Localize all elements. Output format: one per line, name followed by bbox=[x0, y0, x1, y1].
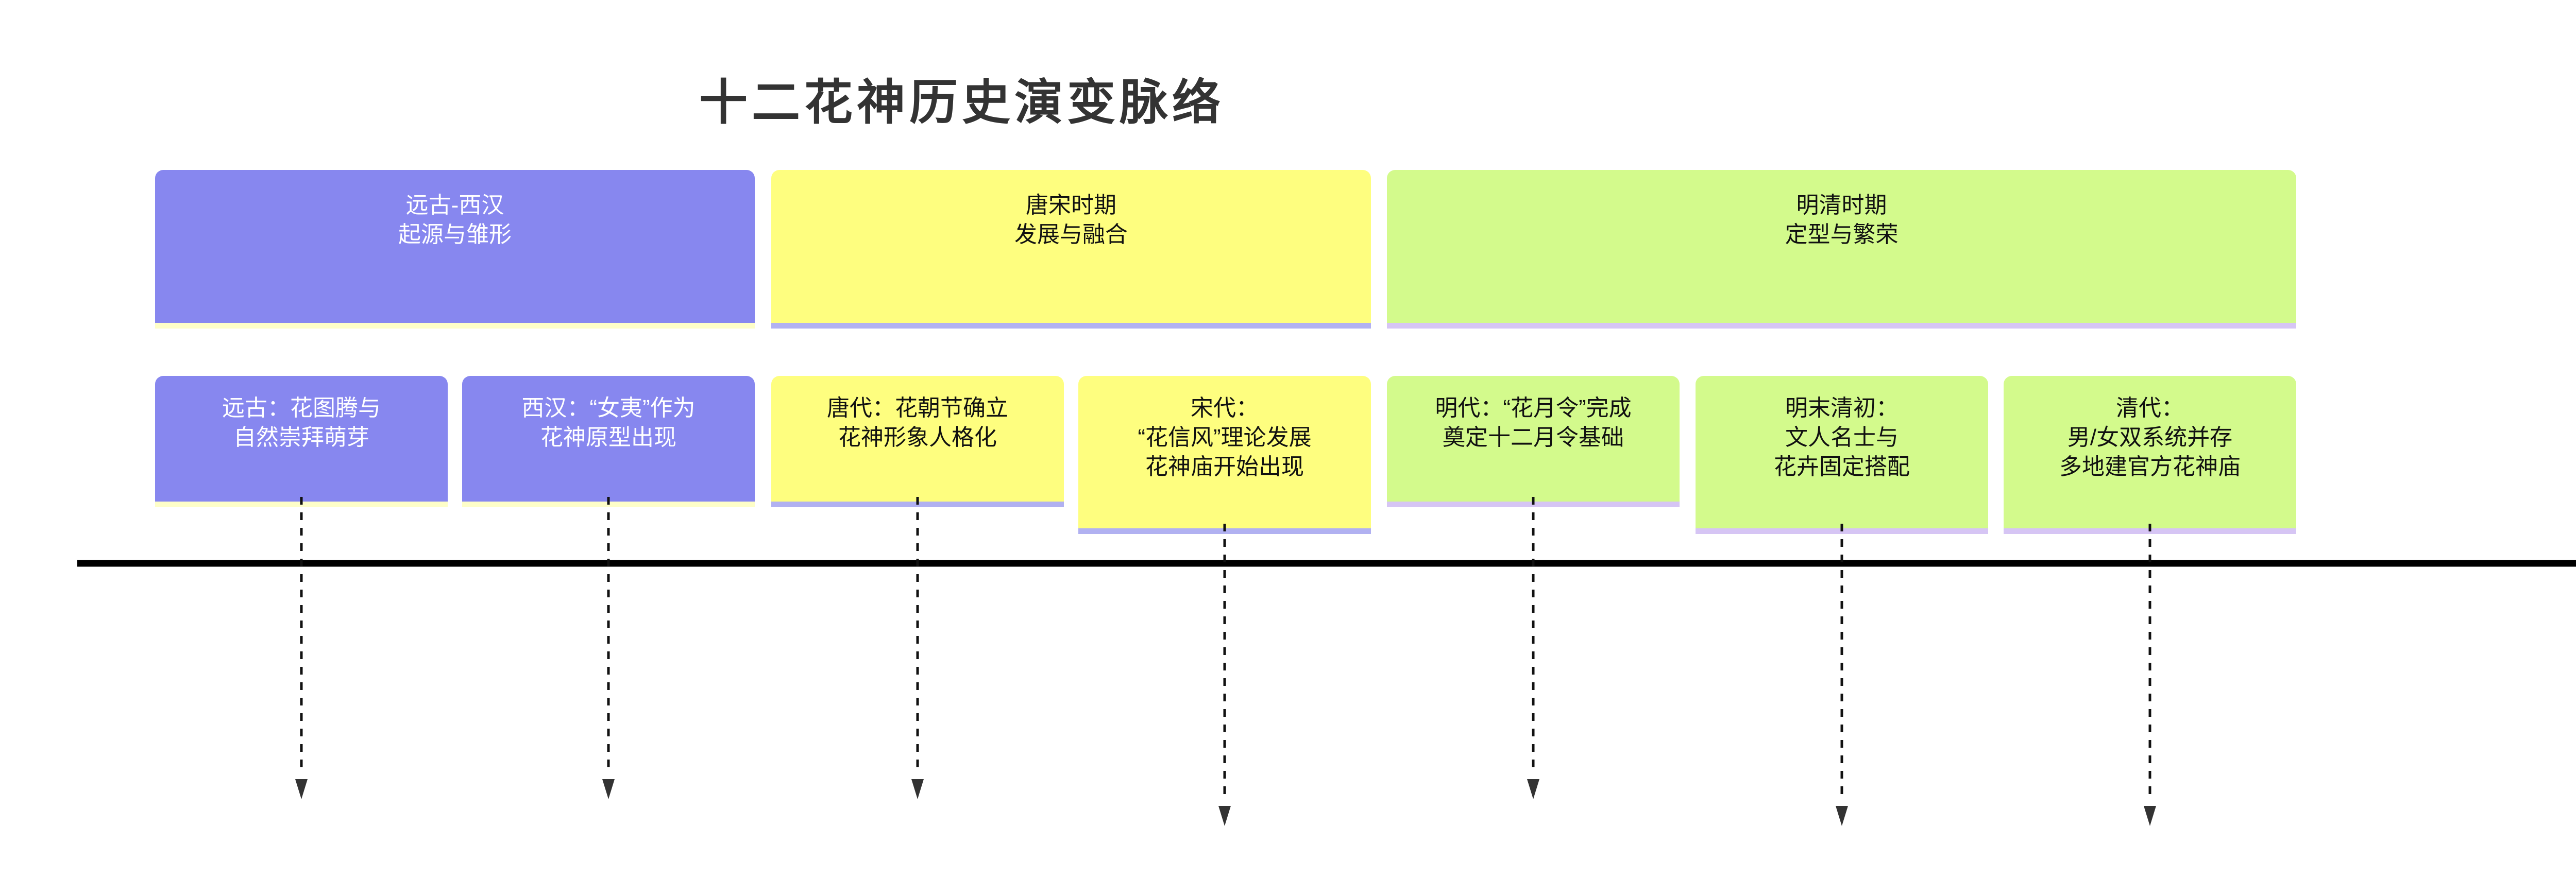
section-shadow-strip bbox=[155, 323, 755, 329]
connector-arrowhead-icon bbox=[1218, 806, 1231, 826]
event-text-line: 远古：花图腾与 bbox=[222, 395, 381, 421]
event-connector-arrow bbox=[602, 497, 615, 799]
section-shadow-strip bbox=[1387, 323, 2296, 329]
section-box-mingqing: 明清时期 定型与繁荣 bbox=[1387, 170, 2296, 329]
event-box-body: 西汉：“女夷”作为 花神原型出现 bbox=[462, 376, 755, 502]
section-box-body: 唐宋时期 发展与融合 bbox=[771, 170, 1371, 323]
event-box-body: 明末清初： 文人名士与 花卉固定搭配 bbox=[1696, 376, 1988, 528]
section-period-label: 唐宋时期 bbox=[1026, 193, 1116, 218]
event-text-line: 明末清初： bbox=[1785, 395, 1899, 421]
section-box-yuangu-xihan: 远古-西汉 起源与雏形 bbox=[155, 170, 755, 329]
event-box-body: 明代：“花月令”完成 奠定十二月令基础 bbox=[1387, 376, 1680, 502]
event-text-line: 宋代： bbox=[1191, 395, 1259, 421]
section-box-body: 明清时期 定型与繁荣 bbox=[1387, 170, 2296, 323]
connector-arrowhead-icon bbox=[2144, 806, 2156, 826]
event-connector-arrow bbox=[1218, 524, 1231, 826]
event-text-line: 男/女双系统并存 bbox=[2067, 425, 2233, 450]
event-text-line: 花神原型出现 bbox=[540, 425, 676, 450]
event-text-line: “花信风”理论发展 bbox=[1138, 425, 1312, 450]
event-text-line: 花神形象人格化 bbox=[838, 425, 997, 450]
event-text-line: 花卉固定搭配 bbox=[1774, 454, 1910, 479]
event-text-line: 清代： bbox=[2116, 395, 2184, 421]
connector-arrowhead-icon bbox=[602, 779, 615, 799]
connector-arrowhead-icon bbox=[295, 779, 308, 799]
event-connector-arrow bbox=[295, 497, 308, 799]
section-period-label: 远古-西汉 bbox=[405, 193, 504, 218]
event-box-body: 唐代：花朝节确立 花神形象人格化 bbox=[771, 376, 1064, 502]
event-connector-arrow bbox=[1527, 497, 1539, 799]
section-period-label: 明清时期 bbox=[1796, 193, 1887, 218]
connector-arrowhead-icon bbox=[1836, 806, 1848, 826]
event-text-line: 自然崇拜萌芽 bbox=[233, 425, 369, 450]
event-box-qingdai: 清代： 男/女双系统并存 多地建官方花神庙 bbox=[2004, 376, 2296, 534]
section-box-body: 远古-西汉 起源与雏形 bbox=[155, 170, 755, 323]
event-text-line: 文人名士与 bbox=[1785, 425, 1899, 450]
section-shadow-strip bbox=[771, 323, 1371, 329]
event-connector-arrow bbox=[911, 497, 924, 799]
section-theme-label: 定型与繁荣 bbox=[1785, 222, 1899, 247]
event-box-body: 宋代： “花信风”理论发展 花神庙开始出现 bbox=[1078, 376, 1371, 528]
connector-arrowhead-icon bbox=[911, 779, 924, 799]
event-box-body: 清代： 男/女双系统并存 多地建官方花神庙 bbox=[2004, 376, 2296, 528]
event-box-yuangu: 远古：花图腾与 自然崇拜萌芽 bbox=[155, 376, 448, 507]
event-connector-arrow bbox=[2144, 524, 2156, 826]
section-box-tangsong: 唐宋时期 发展与融合 bbox=[771, 170, 1371, 329]
page-title: 十二花神历史演变脉络 bbox=[699, 75, 1225, 129]
connector-arrowhead-icon bbox=[1527, 779, 1539, 799]
section-theme-label: 发展与融合 bbox=[1014, 222, 1128, 247]
event-text-line: 多地建官方花神庙 bbox=[2059, 454, 2241, 479]
section-theme-label: 起源与雏形 bbox=[398, 222, 512, 247]
event-connector-arrow bbox=[1836, 524, 1848, 826]
event-text-line: 西汉：“女夷”作为 bbox=[521, 395, 696, 421]
event-text-line: 花神庙开始出现 bbox=[1145, 454, 1304, 479]
event-text-line: 明代：“花月令”完成 bbox=[1435, 395, 1632, 421]
event-box-mingdai: 明代：“花月令”完成 奠定十二月令基础 bbox=[1387, 376, 1680, 507]
event-box-body: 远古：花图腾与 自然崇拜萌芽 bbox=[155, 376, 448, 502]
event-text-line: 奠定十二月令基础 bbox=[1443, 425, 1624, 450]
event-box-mingmo-qingchu: 明末清初： 文人名士与 花卉固定搭配 bbox=[1696, 376, 1988, 534]
event-text-line: 唐代：花朝节确立 bbox=[827, 395, 1008, 421]
